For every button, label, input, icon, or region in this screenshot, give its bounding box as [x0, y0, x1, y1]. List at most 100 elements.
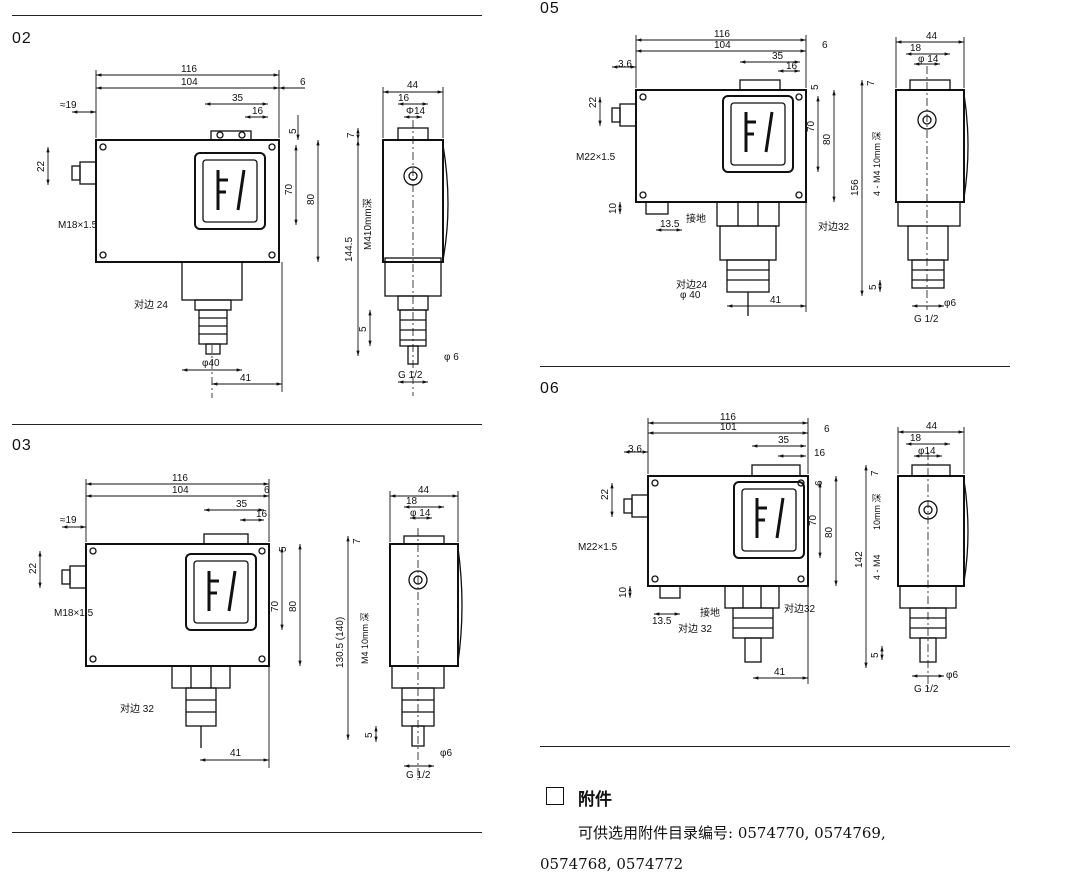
- d06-36: 3.6: [628, 444, 642, 455]
- d03-35: 35: [236, 499, 248, 510]
- d06-135: 13.5: [652, 616, 672, 627]
- d05s-phi14: φ 14: [918, 54, 939, 65]
- d06s-10mm: 10mm 深: [872, 493, 882, 530]
- d02-flats: 对边 24: [134, 298, 168, 311]
- d03-116: 116: [172, 473, 188, 484]
- d02-70: 70: [284, 183, 295, 195]
- d05-6: 6: [822, 40, 828, 51]
- d05s-18: 18: [910, 43, 922, 54]
- rule-lower-right: [540, 746, 1010, 747]
- d02s-phi6: φ 6: [444, 352, 459, 363]
- d06-ground: 接地: [700, 606, 720, 619]
- section-label-05: 05: [540, 0, 560, 17]
- d02-6: 6: [300, 77, 306, 88]
- d06-116: 116: [720, 412, 736, 423]
- d03-flats: 对边 32: [120, 702, 154, 715]
- d05-70: 70: [806, 120, 817, 132]
- dimensions-06-front: [610, 418, 838, 684]
- drawing-02-front: [71, 130, 280, 398]
- dimensions-02-side: [356, 87, 444, 384]
- d02-104: 104: [181, 77, 198, 88]
- drawing-05-side: [895, 66, 969, 310]
- d03s-m4: M4 10mm 深: [360, 612, 370, 664]
- d02-5: 5: [288, 128, 299, 134]
- drawing-02-side: [382, 120, 449, 396]
- d02-35: 35: [232, 93, 244, 104]
- d03s-phi14: φ 14: [410, 508, 431, 519]
- d03-19: ≈19: [60, 515, 77, 526]
- accessory-text: 可供选用附件目录编号: 0574770, 0574769, 0574768, 0…: [540, 824, 886, 873]
- d03-6: 6: [264, 485, 270, 496]
- rule-top-left: [12, 15, 482, 16]
- d05-116: 116: [714, 29, 730, 40]
- d03-104: 104: [172, 485, 189, 496]
- d03s-phi6: φ6: [440, 748, 452, 759]
- d05-41: 41: [770, 295, 782, 306]
- drawing-06-side: [897, 452, 969, 690]
- d02s-5: 5: [358, 326, 369, 332]
- drawing-03-side: [389, 528, 463, 780]
- rule-bottom-left: [12, 832, 482, 833]
- d05-phi40: φ 40: [680, 290, 701, 301]
- d05-36: 3.6: [618, 59, 632, 70]
- drawing-03-front: [61, 533, 270, 748]
- d05-10: 10: [608, 202, 619, 214]
- d05s-44: 44: [926, 31, 938, 42]
- d05-thread: M22×1.5: [576, 152, 616, 163]
- d03s-18: 18: [406, 496, 418, 507]
- d05-35: 35: [772, 51, 784, 62]
- d02-116: 116: [181, 64, 197, 75]
- d03s-1305: 130.5 (140): [335, 617, 346, 668]
- dimensions-02-front: [46, 70, 320, 392]
- d06s-phi14: φ14: [918, 446, 936, 457]
- d06s-5: 5: [870, 652, 881, 658]
- d05-5: 5: [810, 84, 821, 90]
- rule-mid-right: [540, 366, 1010, 367]
- d02-80: 80: [306, 193, 317, 205]
- d03-22: 22: [28, 562, 39, 574]
- d06-6b: 6: [814, 480, 825, 486]
- d05s-156: 156: [850, 179, 861, 196]
- section-label-02: 02: [12, 30, 32, 47]
- d02s-44: 44: [407, 80, 419, 91]
- d05-flats24: 对边24: [676, 278, 708, 291]
- d03-thread: M18×1.5: [54, 608, 94, 619]
- d03-16: 16: [256, 509, 268, 520]
- d03-41: 41: [230, 748, 242, 759]
- d06-22: 22: [600, 488, 611, 500]
- d06s-142: 142: [854, 551, 865, 568]
- d05s-m4: 4 - M4 10mm 深: [872, 131, 882, 196]
- d06s-g12: G 1/2: [914, 684, 939, 695]
- d06s-44: 44: [926, 421, 938, 432]
- d03s-7: 7: [352, 538, 363, 544]
- d05s-phi6: φ6: [944, 298, 956, 309]
- d02-16: 16: [252, 106, 264, 117]
- d05-135: 13.5: [660, 219, 680, 230]
- d02s-16: 16: [398, 93, 410, 104]
- d06-35: 35: [778, 435, 790, 446]
- rule-mid-left: [12, 424, 482, 425]
- dimensions-05-front: [598, 35, 836, 312]
- d02-41: 41: [240, 373, 252, 384]
- d03-80: 80: [288, 600, 299, 612]
- d05-22: 22: [588, 96, 599, 108]
- d03-5: 5: [278, 546, 289, 552]
- accessory-title: 附件: [578, 790, 612, 810]
- d03s-g12: G 1/2: [406, 770, 431, 781]
- d03s-44: 44: [418, 485, 430, 496]
- d06-80: 80: [824, 526, 835, 538]
- d05-ground: 接地: [686, 212, 706, 225]
- d05s-5: 5: [868, 284, 879, 290]
- d02s-phi14: Φ14: [406, 106, 426, 117]
- d06s-m4: 4 - M4: [872, 554, 882, 580]
- d05-flats32: 对边32: [818, 220, 850, 233]
- section-label-06: 06: [540, 380, 560, 397]
- d02s-7: 7: [346, 132, 357, 138]
- d02-19: ≈19: [60, 100, 77, 111]
- drawing-05-front: [611, 79, 807, 316]
- d05s-g12: G 1/2: [914, 314, 939, 325]
- dimensions-03-side: [346, 491, 459, 768]
- d06-thread: M22×1.5: [578, 542, 618, 553]
- d02s-m4: M410mm深: [362, 198, 374, 250]
